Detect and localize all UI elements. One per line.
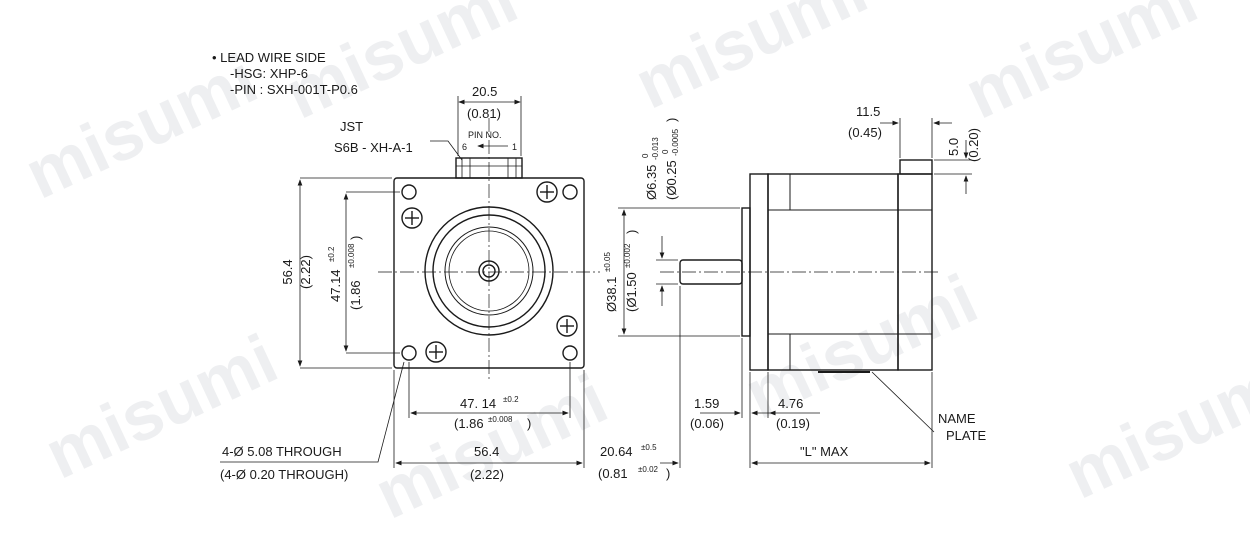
front-height-mm: 56.4	[280, 259, 295, 284]
pilot-ring-2	[448, 230, 530, 312]
connector-outline	[455, 157, 523, 179]
hole-pitch-h-in-close: )	[527, 416, 531, 431]
note-hsg: -HSG: XHP-6	[230, 66, 308, 81]
front-width-in: (2.22)	[470, 467, 504, 482]
hole-pitch-h-in-tol: ±0.008	[488, 415, 513, 424]
connector-length-in: (0.45)	[848, 125, 882, 140]
front-height-in: (2.22)	[298, 255, 313, 289]
front-view	[378, 118, 600, 382]
screw-icon	[401, 207, 423, 229]
shaft-dia-in: (Ø0.25	[664, 160, 679, 200]
body-length-max: "L" MAX	[800, 444, 849, 459]
nameplate-label-1: NAME	[938, 411, 976, 426]
lead-wire-notes: • LEAD WIRE SIDE -HSG: XHP-6 -PIN : SXH-…	[212, 50, 358, 97]
shaft-dia-in-tol-lower: -0.0005	[671, 128, 680, 156]
mount-hole-bottom-left	[401, 345, 417, 361]
watermark-text: misumi	[1053, 339, 1250, 513]
pin-right-number: 1	[512, 142, 517, 152]
shaft-dia-mm-tol-upper: 0	[641, 153, 650, 158]
shaft-dia-mm: Ø6.35	[644, 165, 659, 200]
pilot-ring	[444, 226, 534, 316]
shaft	[679, 259, 743, 285]
shaft-inner	[482, 264, 496, 278]
connector-width-mm: 20.5	[472, 84, 497, 99]
watermark-text: misumi	[953, 0, 1208, 134]
shaft-length-mm: 20.64	[600, 444, 633, 459]
pin-no-label: PIN NO.	[468, 130, 502, 140]
pilot-dia-in-tol: ±0.002	[623, 243, 632, 268]
front-texts: 20.5 (0.81) JST S6B - XH-A-1 PIN NO. 6 1…	[220, 84, 531, 482]
connector-length-mm: 11.5	[856, 104, 880, 119]
pilot-depth-mm: 1.59	[694, 396, 719, 411]
side-view	[660, 159, 940, 373]
hole-pitch-v-in-tol: ±0.008	[347, 243, 356, 268]
shaft-dia-in-tol-upper: 0	[661, 149, 670, 154]
shaft-circle	[478, 260, 500, 282]
note-lead-wire-side: • LEAD WIRE SIDE	[212, 50, 326, 65]
pilot-circle-outer	[424, 206, 554, 336]
shaft-dia-in-close: )	[664, 118, 679, 122]
front-dimensions	[220, 96, 585, 468]
shaft-length-in-tol: ±0.02	[638, 465, 659, 474]
pin-left-number: 6	[462, 142, 467, 152]
rear-connector	[899, 159, 933, 175]
flange-thickness-mm: 4.76	[778, 396, 803, 411]
shaft-length-in: (0.81	[598, 466, 628, 481]
pilot-dia-mm: Ø38.1	[604, 277, 619, 312]
pilot-dia-in: (Ø1.50	[624, 272, 639, 312]
connector-height-in: (0.20)	[966, 128, 981, 162]
shaft-length-in-close: )	[666, 466, 670, 481]
watermark-text: misumi	[733, 259, 988, 433]
connector-model: S6B - XH-A-1	[334, 140, 413, 155]
hole-pitch-v-tol: ±0.2	[327, 246, 336, 262]
screw-icon	[536, 181, 558, 203]
side-texts: Ø6.35 0 -0.013 (Ø0.25 0 -0.0005 ) Ø38.1 …	[598, 104, 987, 481]
screw-icon	[556, 315, 578, 337]
mount-hole-bottom-right	[562, 345, 578, 361]
pilot-dia-in-close: )	[624, 230, 639, 234]
pilot-depth-in: (0.06)	[690, 416, 724, 431]
note-pin: -PIN : SXH-001T-P0.6	[230, 82, 358, 97]
hole-pitch-v-in: (1.86	[348, 280, 363, 310]
front-width-mm: 56.4	[474, 444, 499, 459]
mount-hole-top-right	[562, 184, 578, 200]
hole-pitch-h-mm: 47. 14	[460, 396, 496, 411]
side-dimensions	[618, 118, 972, 468]
nameplate-label-2: PLATE	[946, 428, 987, 443]
hole-pitch-h-tol: ±0.2	[503, 395, 519, 404]
flange-thickness-in: (0.19)	[776, 416, 810, 431]
hole-pitch-h-in: (1.86	[454, 416, 484, 431]
connector-maker: JST	[340, 119, 363, 134]
hole-pitch-v-in-close: )	[348, 236, 363, 240]
hole-pitch-v-mm: 47.14	[328, 269, 343, 302]
connector-width-in: (0.81)	[467, 106, 501, 121]
connector-height-mm: 5.0	[946, 138, 961, 156]
pilot-circle-inner	[432, 214, 546, 328]
watermark-text: misumi	[623, 0, 878, 124]
mount-holes-in: (4-Ø 0.20 THROUGH)	[220, 467, 348, 482]
mount-holes-mm: 4-Ø 5.08 THROUGH	[222, 444, 342, 459]
mount-hole-top-left	[401, 184, 417, 200]
shaft-length-mm-tol: ±0.5	[641, 443, 657, 452]
pilot-dia-mm-tol: ±0.05	[603, 251, 612, 272]
screw-icon	[425, 341, 447, 363]
shaft-dia-mm-tol-lower: -0.013	[651, 137, 660, 160]
